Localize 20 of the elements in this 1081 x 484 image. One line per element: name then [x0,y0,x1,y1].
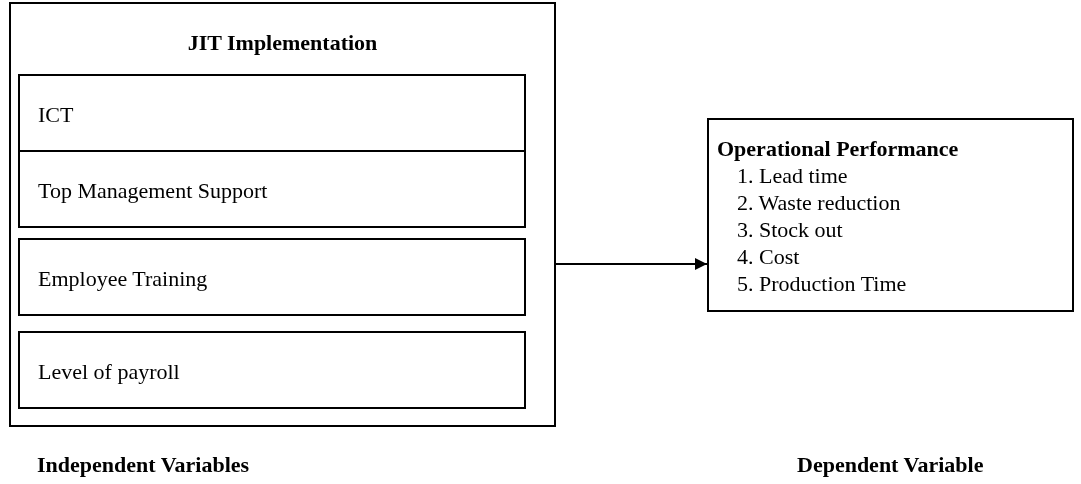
arrow [555,258,708,270]
list-item: 1. Lead time [737,163,848,189]
variable-caption: Dependent Variable [797,452,984,478]
list-item: 2. Waste reduction [737,190,901,216]
heading: Operational Performance [717,136,959,162]
variable-caption: Independent Variables [37,452,250,478]
heading: JIT Implementation [186,30,379,56]
factor-label: Employee Training [38,266,208,292]
factor-label: Top Management Support [38,178,268,204]
factor-box [18,331,526,409]
factor-box [18,74,526,152]
result-box [707,118,1074,312]
factor-label: Level of payroll [38,359,180,385]
factor-box [18,238,526,316]
list-item: 3. Stock out [737,217,843,243]
factor-box [18,150,526,228]
list-item: 4. Cost [737,244,800,270]
group-box [9,2,556,427]
factor-label: ICT [38,102,74,128]
list-item: 5. Production Time [737,271,907,297]
